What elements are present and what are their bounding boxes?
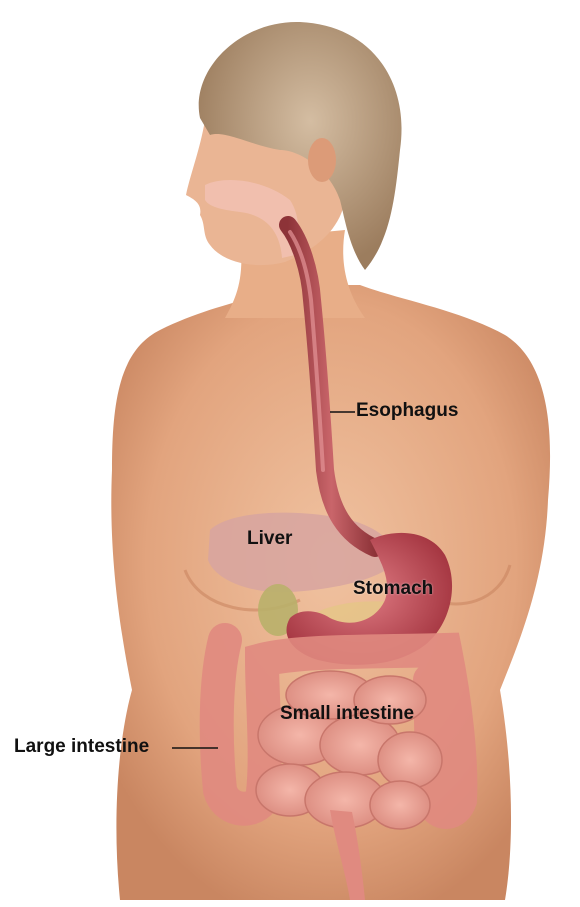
- label-esophagus: Esophagus: [356, 400, 458, 422]
- label-stomach: Stomach: [353, 578, 433, 600]
- label-liver: Liver: [247, 528, 292, 550]
- ear: [308, 138, 336, 182]
- label-large-intestine: Large intestine: [14, 736, 149, 758]
- label-small-intestine: Small intestine: [280, 703, 414, 725]
